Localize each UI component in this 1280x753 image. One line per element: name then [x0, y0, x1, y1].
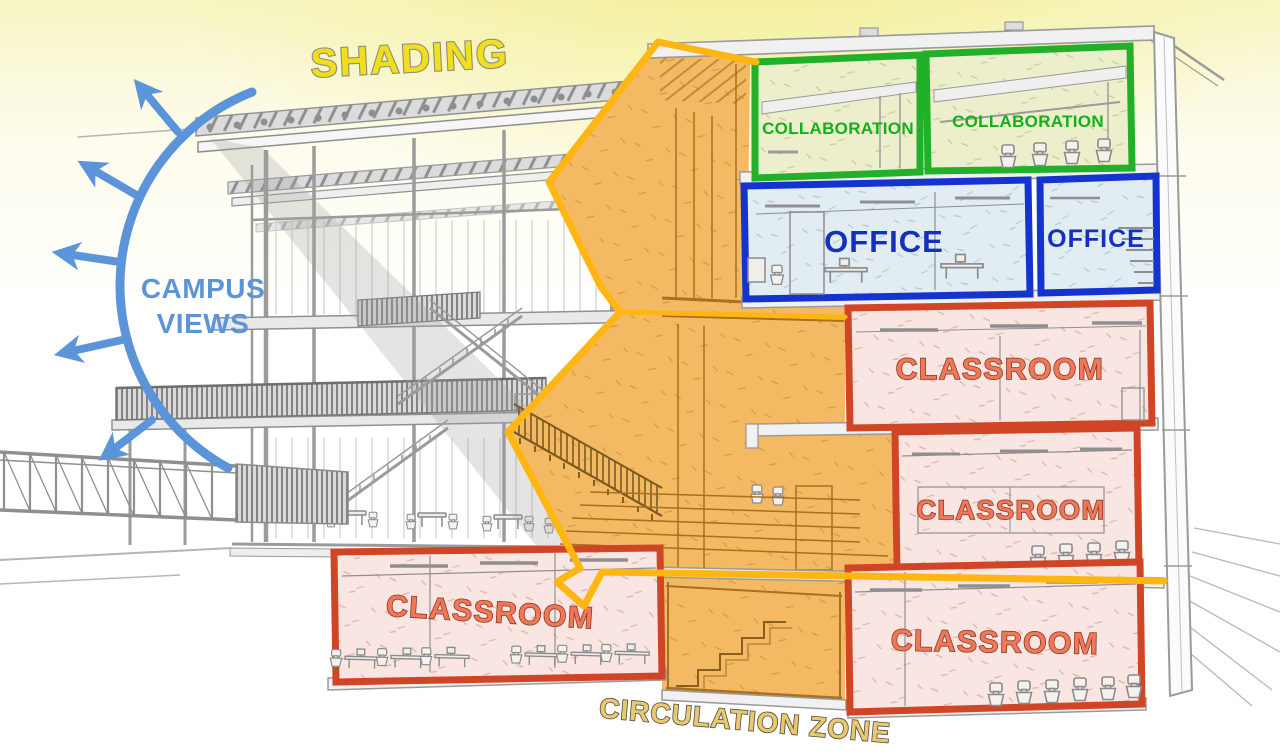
- radiating-arrow-icon: [51, 241, 124, 271]
- room-outline: [751, 51, 924, 182]
- campus-views-label-line1: CAMPUS: [141, 273, 265, 304]
- room-interior: [1050, 196, 1154, 284]
- circulation-interior-lines: [513, 58, 889, 700]
- campus-views-annotation: CAMPUS VIEWS: [51, 78, 265, 473]
- room-label-classroom-upper: CLASSROOM: [896, 353, 1105, 386]
- room-label-classroom-lower-right: CLASSROOM: [891, 624, 1100, 661]
- room-interior: [855, 321, 1147, 421]
- roof-vent: [1004, 21, 1024, 31]
- room-classroom-lower-right: CLASSROOM: [844, 558, 1146, 716]
- room-outline: [740, 176, 1034, 303]
- room-label-collaboration-left: COLLABORATION: [762, 119, 914, 138]
- room-outline: [844, 558, 1146, 716]
- room-label-classroom-middle: CLASSROOM: [917, 495, 1106, 525]
- room-classroom-upper: CLASSROOM: [844, 299, 1156, 432]
- room-classroom-lower-left: CLASSROOM: [330, 544, 666, 686]
- room-label-office-right: OFFICE: [1047, 225, 1145, 253]
- room-label-office-left: OFFICE: [824, 224, 944, 259]
- radiating-arrow-icon: [53, 334, 126, 363]
- room-collaboration-right: COLLABORATION: [922, 42, 1136, 175]
- shading-label: SHADING: [310, 32, 510, 86]
- view-arc: [115, 87, 257, 473]
- roof-vent: [859, 27, 879, 37]
- ground-fan-right: [1183, 527, 1280, 707]
- ground-lines: [0, 527, 1280, 707]
- room-label-collaboration-right: COLLABORATION: [952, 112, 1104, 131]
- circulation-zone-highlight: [508, 42, 893, 700]
- room-interior: [755, 192, 1025, 295]
- room-classroom-middle: CLASSROOM: [891, 424, 1143, 576]
- radiating-arrow-icon: [98, 416, 156, 461]
- room-collaboration-left: COLLABORATION: [751, 51, 924, 182]
- room-office-right: OFFICE: [1036, 172, 1161, 297]
- radiating-arrow-icon: [133, 78, 182, 136]
- circulation-outline-arrow: [504, 38, 1168, 610]
- room-office-left: OFFICE: [740, 176, 1034, 303]
- room-interior: [901, 447, 1133, 534]
- radiating-arrow-icon: [77, 160, 142, 200]
- room-outline: [1036, 172, 1161, 297]
- campus-views-label-line2: VIEWS: [157, 308, 250, 339]
- room-outline: [330, 544, 666, 686]
- room-interior: [761, 81, 917, 168]
